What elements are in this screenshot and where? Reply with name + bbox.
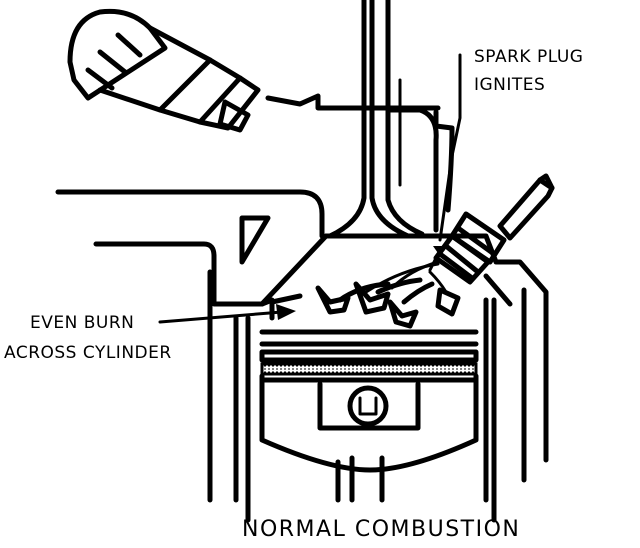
intake-valve [323,0,435,239]
leader-lines [158,53,462,324]
spark-plug-label-line2: IGNITES [474,75,545,95]
flame-front-arrows [269,260,461,329]
fuel-injector [67,8,441,133]
cylinder-wall [207,269,513,523]
diagram-caption: NORMAL COMBUSTION [242,517,520,542]
even-burn-label-line2: ACROSS CYLINDER [4,343,172,363]
piston [259,329,479,503]
spark-plug-label-line1: SPARK PLUG [474,47,583,67]
even-burn-label-line1: EVEN BURN [30,313,134,333]
